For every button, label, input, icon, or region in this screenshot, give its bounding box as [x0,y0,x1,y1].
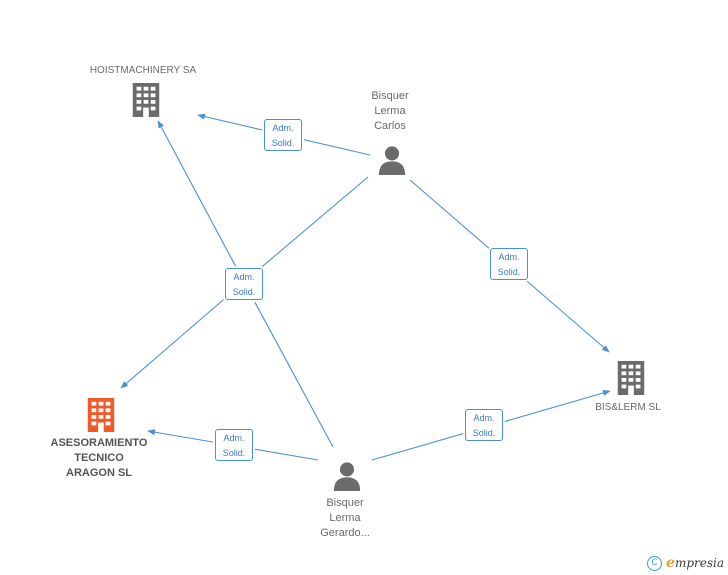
empresia-brand[interactable]: C empresia [647,555,724,571]
node-label-bislerm[interactable]: BIS&LERM SL [595,401,661,413]
person-icon-bisquer_carlos[interactable] [378,146,406,175]
edges-layer [120,113,611,461]
edge-label-bisquer_carlos-to-hoistmachinery: Adm. Solid. [264,119,302,151]
node-label-hoistmachinery[interactable]: HOISTMACHINERY SA [89,64,197,76]
brand-name: empresia [666,555,724,571]
node-label-bisquer_carlos[interactable]: Bisquer Lerma Carlos [371,89,409,132]
building-icon-bislerm[interactable] [617,361,645,395]
edge-label-bisquer_gerardo-to-asesoramiento: Adm. Solid. [215,429,253,461]
brand-rest: mpresia [674,556,724,570]
node-label-bisquer_gerardo[interactable]: Bisquer Lerma Gerardo... [320,496,370,539]
brand-initial: e [666,555,675,571]
building-icon-hoistmachinery[interactable] [132,83,160,117]
edge-label-bisquer_carlos-to-asesoramiento: Adm. Solid. [225,268,263,300]
person-icon-bisquer_gerardo[interactable] [333,462,361,491]
building-icon-asesoramiento[interactable] [87,398,115,432]
nodes-layer [87,83,645,491]
edge-label-bisquer_gerardo-to-bislerm: Adm. Solid. [465,409,503,441]
edge-label-bisquer_carlos-to-bislerm: Adm. Solid. [490,248,528,280]
node-label-asesoramiento[interactable]: ASESORAMIENTO TECNICO ARAGON SL [50,436,148,479]
copyright-icon: C [647,555,663,571]
